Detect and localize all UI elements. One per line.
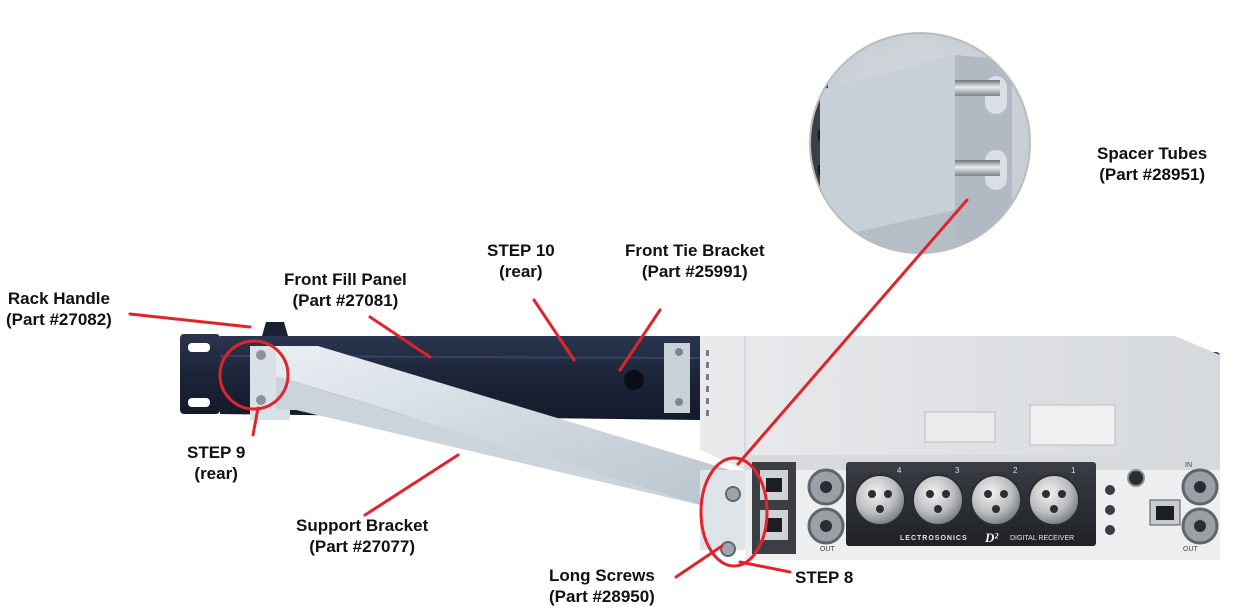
spacer-tubes-zoom-inset: [809, 32, 1031, 254]
brand-logo-text: LECTROSONICS: [900, 535, 968, 542]
callout-line-step8: [738, 560, 792, 574]
xlr-connector-1: [1028, 474, 1080, 526]
port-out-left-label: OUT: [820, 546, 836, 553]
rack-ear-left: [180, 334, 220, 414]
callout-line-long-screws: [674, 544, 724, 579]
port-in-label: IN: [1185, 462, 1192, 469]
xlr-channel-label: 4: [897, 466, 902, 475]
xlr-connector-3: [912, 474, 964, 526]
label-spacer-tubes: Spacer Tubes (Part #28951): [1097, 144, 1208, 184]
callout-circle-step9: [218, 339, 290, 411]
callout-line-front-fill-panel: [368, 315, 432, 359]
port-out-right-label: OUT: [1183, 546, 1199, 553]
callout-line-spacer-tubes: [736, 198, 969, 466]
callout-line-rack-handle: [128, 312, 252, 329]
xlr-connector-4: [854, 474, 906, 526]
spacer-tube-upper: [955, 80, 1000, 96]
xlr-channel-label: 3: [955, 466, 960, 475]
label-step9: STEP 9 (rear): [187, 443, 246, 483]
model-mark: D²: [984, 530, 999, 545]
callout-line-step10: [532, 298, 576, 362]
model-text: DIGITAL RECEIVER: [1010, 535, 1074, 542]
long-screw-upper: [725, 486, 741, 502]
callout-line-step9: [251, 406, 260, 437]
xlr-channel-label: 2: [1013, 466, 1018, 475]
spacer-tube-lower: [955, 160, 1000, 176]
ethernet-port-right: [1149, 499, 1181, 526]
callout-line-front-tie-bracket: [618, 308, 662, 372]
xlr-channel-label: 1: [1071, 466, 1076, 475]
rack-handle: [262, 322, 288, 336]
receiver-unit: OUT 4 3 2 1 LECTROSONICS D² DIGITAL RECE…: [700, 336, 1220, 560]
label-rack-handle: Rack Handle (Part #27082): [6, 289, 112, 329]
tie-bracket-hole: [624, 370, 644, 390]
support-bracket: [250, 346, 730, 505]
long-screw-lower: [720, 541, 736, 557]
label-front-tie-bracket: Front Tie Bracket (Part #25991): [625, 241, 765, 281]
label-step8: STEP 8: [795, 568, 854, 587]
receiver-top-cover: [700, 336, 1220, 470]
callout-lines: [128, 198, 969, 579]
xlr-connector-2: [970, 474, 1022, 526]
headphone-knob: [1127, 469, 1145, 487]
callout-circle-step8: [699, 456, 769, 568]
label-front-fill-panel: Front Fill Panel (Part #27081): [284, 270, 407, 310]
label-support-bracket: Support Bracket (Part #27077): [296, 516, 429, 556]
callout-line-support-bracket: [363, 453, 460, 517]
label-long-screws: Long Screws (Part #28950): [549, 566, 655, 606]
label-step10: STEP 10 (rear): [487, 241, 555, 281]
